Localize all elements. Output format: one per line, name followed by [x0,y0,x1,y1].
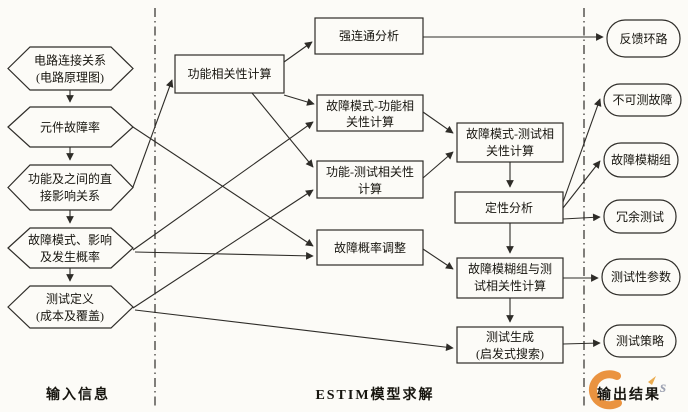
arrow-prob-adjust-to-fuzzygroup-corr [422,248,454,270]
node-label: 测试定义 [46,291,94,306]
node-label: 故障模糊组与测 [468,261,552,276]
process-box [316,229,424,266]
hexagon-shape [7,227,134,269]
node-label: 计算 [358,181,382,196]
process-box [456,326,564,364]
node-label: 测试性参数 [611,269,671,284]
arrow-func-corr-to-func-test-corr [251,92,314,168]
node-label: 故障模式、影响 [28,232,112,247]
arrow-func-corr-to-strong-conn [283,41,313,63]
node-label: (启发式搜索) [476,346,544,361]
section-label-input: 输入信息 [46,386,110,403]
section-label-output: 输出结果 [597,386,661,403]
arrow-qualitative-to-fuzzy-group [562,160,601,209]
input-node-component-failure-rate: 元件故障率 [7,106,134,148]
process-box [174,54,285,94]
node-label: 不可测故障 [612,92,672,107]
hexagon-shape [7,164,134,211]
stadium-shape [603,142,679,178]
output-node-test-strategy: 测试策略 [603,324,677,358]
process-box [314,17,424,55]
node-label: 故障模糊组 [611,152,671,167]
node-label: 元件故障率 [40,120,100,135]
process-node-function-correlation: 功能相关性计算 [174,54,285,94]
process-node-test-generation: 测试生成 (启发式搜索) [456,326,564,364]
stadium-shape [603,199,677,234]
output-node-feedback-loop: 反馈环路 [606,19,681,58]
output-node-fault-fuzzy-group: 故障模糊组 [603,142,679,178]
output-node-redundant-test: 冗余测试 [603,199,677,234]
node-label: 电路连接关系 [34,53,106,68]
arrow-failure-mode-to-prob-adjust [134,251,314,260]
arrow-failure-mode-to-fm-func-corr [132,121,314,251]
process-box [316,160,424,199]
process-box [316,94,424,132]
node-label: 冗余测试 [616,209,664,224]
node-label: 试相关性计算 [474,278,546,293]
section-label-middle: ESTIM模型求解 [315,386,434,403]
arrow-qualitative-to-redundant [562,213,601,222]
input-node-test-definition: 测试定义 (成本及覆盖) [7,285,134,329]
input-node-circuit-connection: 电路连接关系 (电路原理图) [7,46,134,91]
hexagon-shape [7,285,134,329]
watermark-tick [648,376,656,385]
node-label: 反馈环路 [619,31,667,46]
arrow-fm-func-corr-to-fm-test-corr [422,111,454,134]
process-node-failure-probability-adjust: 故障概率调整 [316,229,424,266]
stadium-shape [606,19,681,58]
node-label: 关性计算 [486,143,534,158]
node-label: 功能及之间的直 [28,171,112,186]
node-label: 故障概率调整 [334,240,406,255]
hexagon-shape [7,46,134,91]
input-node-failure-mode-probability: 故障模式、影响 及发生概率 [7,227,134,269]
arrow-func-test-corr-to-fm-test-corr [422,151,454,179]
process-box [454,191,564,224]
node-label: 故障模式-功能相 [326,98,414,113]
watermark-tail-letter: s [659,379,666,396]
node-label: 关性计算 [346,114,394,129]
node-label: (电路原理图) [36,70,104,85]
output-node-untestable-fault: 不可测故障 [603,83,682,117]
node-label: 强连通分析 [339,28,399,43]
process-box [456,257,564,299]
stadium-shape [603,324,677,358]
output-node-testability-parameters: 测试性参数 [601,258,681,296]
arrow-test-def-to-func-test-corr [132,189,314,309]
stadium-shape [603,83,682,117]
watermark-logo: s [588,370,666,410]
arrow-test-def-to-test-generation [134,309,454,352]
process-box [456,122,564,163]
process-node-strong-connection-analysis: 强连通分析 [314,17,424,55]
watermark-c-swoosh [588,370,622,410]
input-node-function-influence: 功能及之间的直 接影响关系 [7,164,134,211]
node-label: 故障模式-测试相 [466,126,554,141]
process-node-function-test-corr: 功能-测试相关性 计算 [316,160,424,199]
process-node-failuremode-function-corr: 故障模式-功能相 关性计算 [316,94,424,132]
arrow-qualitative-to-untestable [562,98,602,203]
node-label: 测试策略 [616,333,664,348]
node-label: (成本及覆盖) [36,309,104,323]
process-node-failuremode-test-corr: 故障模式-测试相 关性计算 [456,122,564,163]
arrow-func-corr-to-fm-func-corr [283,94,315,106]
arrow-test-gen-to-test-strategy [562,339,601,348]
node-label: 定性分析 [485,200,533,215]
process-node-fuzzygroup-test-corr: 故障模糊组与测 试相关性计算 [456,257,564,299]
node-label: 功能-测试相关性 [326,164,414,179]
node-label: 功能相关性计算 [187,66,271,81]
arrow-influence-to-function-corr [132,79,174,188]
process-node-qualitative-analysis: 定性分析 [454,191,564,224]
node-label: 接影响关系 [40,188,100,203]
node-label: 及发生概率 [40,249,100,264]
stadium-shape [601,258,681,296]
node-label: 测试生成 [486,329,534,344]
